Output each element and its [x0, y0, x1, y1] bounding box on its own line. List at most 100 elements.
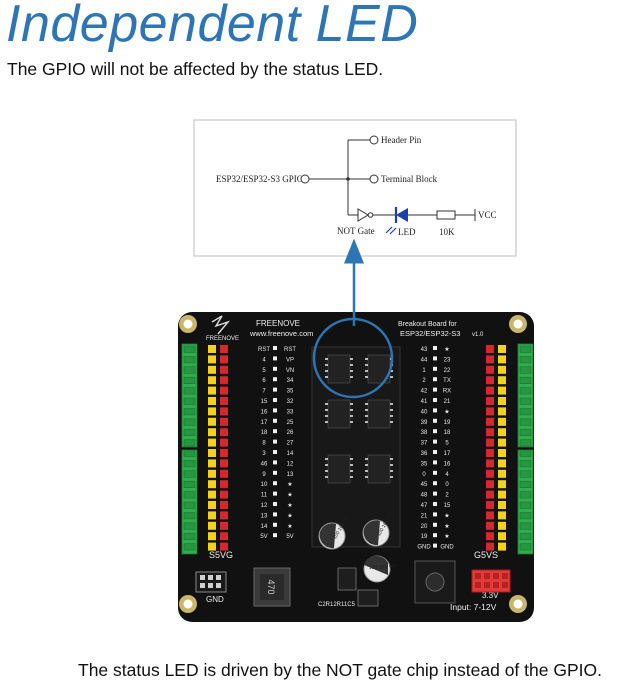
pin-marker [273, 533, 277, 538]
terminal-screw [183, 532, 196, 540]
pin-label: GND [440, 545, 454, 551]
pin-label: 19 [444, 420, 451, 426]
yellow-header-pin [498, 345, 506, 353]
yellow-header-pin [208, 365, 216, 374]
yellow-header-pin [498, 511, 506, 520]
ic-pin [350, 476, 353, 478]
red-header-pin [220, 376, 228, 385]
gnd-pin-header [195, 571, 227, 593]
schematic-diagram: ESP32/ESP32-S3 GPIO Header Pin Terminal … [193, 119, 517, 257]
jumper-cap [484, 573, 490, 579]
ic-pin [365, 364, 368, 366]
red-header-pin [486, 438, 494, 447]
pin-label: RST [284, 347, 296, 353]
pin-marker [273, 408, 277, 413]
terminal-screw [519, 480, 532, 488]
yellow-header-pin [498, 376, 506, 385]
gnd-pin [208, 583, 213, 588]
pin-label: ★ [287, 492, 292, 499]
yellow-header-pin [498, 386, 506, 395]
terminal-screw [183, 366, 196, 374]
input-voltage-label: Input: 7-12V [450, 602, 497, 612]
ic-pin [350, 470, 353, 472]
yellow-header-pin [208, 407, 216, 416]
ic-chip [327, 354, 351, 384]
terminal-block-label: Terminal Block [381, 174, 438, 184]
ic-pin [350, 415, 353, 417]
pin-marker [433, 398, 437, 402]
jumper-cap [493, 582, 499, 588]
brand-logo-mark [211, 315, 231, 335]
yellow-header-pin [208, 345, 216, 353]
ic-pin [350, 364, 353, 366]
red-header-pin [220, 438, 228, 447]
pin-label: 46 [261, 461, 268, 467]
ic-pin [325, 370, 328, 372]
gnd-pin [216, 575, 221, 580]
ic-chip [327, 399, 351, 429]
pin-marker [433, 387, 437, 392]
yellow-header-pin [498, 480, 506, 489]
ic-pin [325, 421, 328, 423]
terminal-screw [183, 356, 196, 364]
component-codes: C2R12R11C5 [318, 602, 356, 608]
ic-pin [325, 409, 328, 411]
ic-pin [350, 376, 353, 378]
red-header-pin [486, 376, 494, 385]
header-pin-label: Header Pin [381, 135, 422, 145]
figure-caption: The status LED is driven by the NOT gate… [78, 660, 602, 680]
pin-label: 5V [286, 534, 293, 540]
jumper-cap [475, 573, 481, 579]
pin-label: 26 [287, 430, 294, 436]
gnd-pin [208, 575, 213, 580]
cap-bottom-label: 100 16V VT [369, 565, 395, 571]
pin-label: ★ [444, 346, 449, 353]
yellow-header-pin [498, 521, 506, 530]
pin-marker [433, 356, 437, 361]
pin-label: 21 [421, 513, 428, 519]
pin-label: 16 [261, 409, 268, 415]
red-header-pin [220, 532, 228, 541]
pin-label: GND [417, 545, 431, 551]
terminal-screw [519, 366, 532, 374]
terminal-screw [183, 480, 196, 488]
pin-label: 5V [260, 534, 267, 540]
terminal-screw [519, 397, 532, 405]
red-header-pin [486, 542, 494, 551]
right-header-label: G5VS [474, 550, 498, 560]
pin-marker [273, 460, 277, 465]
red-header-pin [220, 459, 228, 468]
pin-label: 1 [422, 368, 426, 374]
yellow-header-pin [498, 490, 506, 499]
ic-pin [390, 421, 393, 423]
terminal-screw [183, 418, 196, 426]
terminal-screw [183, 543, 196, 551]
yellow-header-pin [208, 459, 216, 468]
yellow-header-pin [498, 459, 506, 468]
pin-marker [273, 512, 277, 517]
ic-pin [365, 376, 368, 378]
red-header-pin [486, 459, 494, 468]
terminal-screw [183, 439, 196, 447]
pin-label: 23 [444, 357, 451, 363]
yellow-header-pin [498, 469, 506, 478]
ic-pin [325, 403, 328, 405]
pin-label: ★ [444, 408, 449, 415]
red-header-pin [220, 345, 228, 353]
vcc-label: VCC [478, 210, 497, 220]
ic-pin [390, 476, 393, 478]
red-header-pin [220, 407, 228, 416]
pin-label: 44 [421, 357, 428, 363]
pin-marker [273, 491, 277, 496]
terminal-screw [519, 501, 532, 509]
ic-pin [365, 409, 368, 411]
red-header-pin [486, 469, 494, 478]
pin-marker [273, 366, 277, 371]
jumper-cap [493, 573, 499, 579]
yellow-header-pin [208, 355, 216, 364]
ic-pin [325, 470, 328, 472]
terminal-screw [519, 512, 532, 520]
yellow-header-pin [208, 469, 216, 478]
pin-marker [433, 450, 437, 454]
